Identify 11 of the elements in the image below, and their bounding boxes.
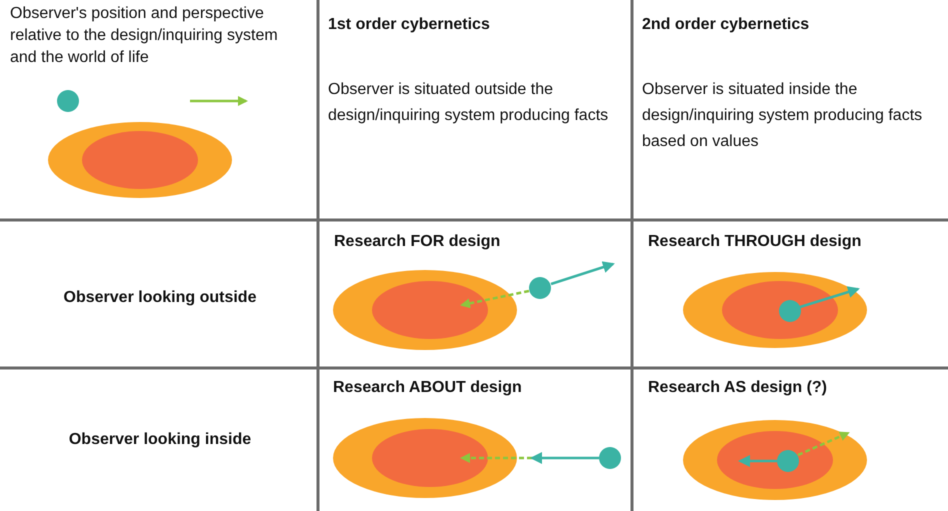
cell-heading: Research ABOUT design — [333, 378, 523, 398]
cell-text: Observer is situated inside the design/inquiring system producing facts based on values — [642, 80, 924, 152]
cell-heading: Research AS design (?) — [648, 378, 828, 398]
cell-text: Observer's position and perspective relative to the design/inquiring system and the world of life — [10, 4, 279, 68]
row-heading: Observer looking inside — [68, 430, 252, 450]
cell-heading: Research FOR design — [334, 232, 502, 252]
cell-heading: Research THROUGH design — [648, 232, 862, 252]
row-heading: Observer looking outside — [62, 288, 258, 308]
cell-text: Observer is situated outside the design/inquiring system producing facts — [328, 80, 610, 126]
column-heading: 1st order cybernetics — [328, 15, 491, 35]
column-heading: 2nd order cybernetics — [642, 15, 810, 35]
